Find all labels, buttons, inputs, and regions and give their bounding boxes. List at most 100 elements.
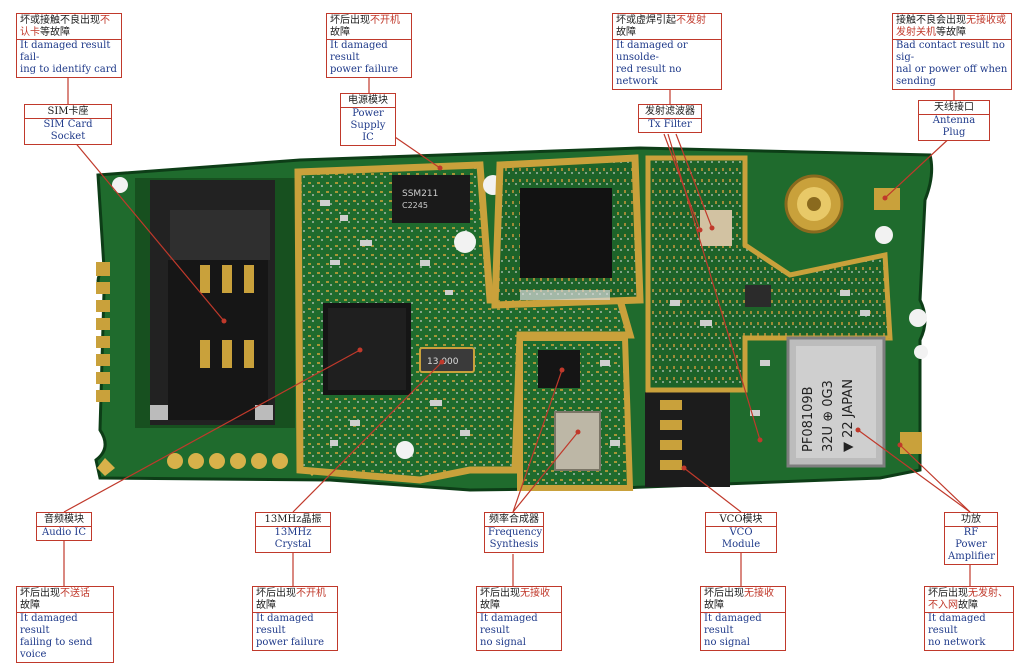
fault-antenna-en-1: Bad contact result no sig- (896, 40, 1005, 63)
fault-synth-cn-highlight: 无接收 (520, 588, 550, 599)
power-ic-en-1: Power (352, 108, 384, 119)
synth-module (554, 411, 601, 471)
rf-amp-en-2: Amplifier (948, 551, 995, 562)
fault-synth-en-2: no signal (480, 637, 526, 648)
power-ic-marking-2: C2245 (402, 201, 428, 210)
fault-vco-en-2: no signal (704, 637, 750, 648)
vco-en: VCO Module (706, 526, 776, 551)
fault-tx-en-2: red result no network (616, 64, 682, 87)
fault-synth-cn-tail: 故障 (480, 600, 500, 611)
fault-antenna-en-3: sending (896, 76, 936, 87)
fault-tx-cn-highlight: 不发射 (676, 15, 706, 26)
fault-audio-en-1: It damaged result (20, 613, 78, 636)
fault-power-en-2: power failure (330, 64, 399, 75)
fault-crystal-en-2: power failure (256, 637, 325, 648)
fault-vco-cn-tail: 故障 (704, 600, 724, 611)
fault-sim-en-1: It damaged result fail- (20, 40, 111, 63)
vco-component (645, 392, 730, 487)
pa-can: PF08109B 32U ⊕ 0G3 ▼ 22 JAPAN (786, 336, 922, 468)
sim-socket-cn: SIM卡座 (47, 106, 89, 117)
fault-audio-cn-tail: 故障 (20, 600, 40, 611)
power-ic: SSM211 C2245 (392, 175, 470, 223)
fault-antenna-cn-tail: 等故障 (936, 27, 966, 38)
fault-rf-cn: 坏后出现 (928, 588, 968, 599)
fault-rf-cn-tail: 故障 (958, 600, 978, 611)
tx-filter-en: Tx Filter (639, 118, 701, 131)
fault-vco-en-1: It damaged result (704, 613, 762, 636)
fault-rf-en-1: It damaged result (928, 613, 986, 636)
antenna-connector (784, 174, 900, 234)
component-label-antenna-plug: 天线接口 Antenna Plug (918, 100, 990, 141)
fault-antenna-cn-highlight: 无接收或发射关机 (896, 15, 1006, 38)
rf-amp-cn: 功放 (961, 514, 981, 525)
pa-marking-1: PF08109B (801, 386, 816, 452)
fault-tx-en-1: It damaged or unsolde- (616, 40, 688, 63)
fault-audio-cn: 坏后出现 (20, 588, 60, 599)
fault-synth-cn: 坏后出现 (480, 588, 520, 599)
fault-sim-cn: 坏或接触不良出现 (20, 15, 100, 26)
freq-synth-cn: 频率合成器 (489, 514, 539, 525)
fault-audio-cn-highlight: 不送话 (60, 588, 90, 599)
fault-sim-cn-tail: 等故障 (40, 27, 70, 38)
fault-crystal-cn: 坏后出现 (256, 588, 296, 599)
component-label-audio-ic: 音频模块 Audio IC (36, 512, 92, 541)
audio-ic-cn: 音频模块 (44, 514, 84, 525)
fault-rf-en-2: no network (928, 637, 986, 648)
diagram-stage: SSM211 C2245 13.000 (16, 13, 1014, 663)
fault-antenna-en-2: nal or power off when (896, 64, 1008, 75)
synth-chip (538, 350, 580, 388)
component-label-tx-filter: 发射滤波器 Tx Filter (638, 104, 702, 133)
fault-label-sim: 坏或接触不良出现不认卡等故障 It damaged result fail-in… (16, 13, 122, 78)
fault-crystal-cn-tail: 故障 (256, 600, 276, 611)
fault-power-cn: 坏后出现 (330, 15, 370, 26)
tx-filter-chip (700, 210, 732, 246)
crystal-en: 13MHz Crystal (256, 526, 330, 551)
crystal-component: 13.000 (419, 347, 475, 373)
fault-tx-cn: 坏或虚焊引起 (616, 15, 676, 26)
fault-label-tx: 坏或虚焊引起不发射故障 It damaged or unsolde-red re… (612, 13, 722, 90)
fault-sim-cn-highlight: 不认卡 (20, 15, 110, 38)
rf-chip (520, 188, 612, 278)
tx-filter-cn: 发射滤波器 (645, 106, 695, 117)
fault-synth-en-1: It damaged result (480, 613, 538, 636)
fault-audio-en-2: failing to send voice (20, 637, 93, 660)
rf-amp-en-1: RF Power (955, 527, 987, 550)
fault-label-antenna: 接触不良会出现无接收或发射关机等故障 Bad contact result no… (892, 13, 1012, 90)
crystal-cn: 13MHz晶振 (264, 514, 322, 525)
freq-synth-en-1: Frequency (488, 527, 543, 538)
pa-marking-2: 32U ⊕ 0G3 (821, 380, 836, 452)
power-ic-marking: SSM211 (402, 189, 438, 199)
fault-crystal-cn-highlight: 不开机 (296, 588, 326, 599)
component-label-vco: VCO模块 VCO Module (705, 512, 777, 553)
antenna-plug-en: Antenna Plug (919, 114, 989, 139)
fault-power-cn-tail: 故障 (330, 27, 350, 38)
fault-vco-cn-highlight: 无接收 (744, 588, 774, 599)
freq-synth-en-2: Synthesis (489, 539, 539, 550)
power-ic-en-2: Supply IC (350, 120, 386, 143)
fault-power-en-1: It damaged result (330, 40, 388, 63)
sim-socket-area (112, 177, 295, 428)
fault-antenna-cn: 接触不良会出现 (896, 15, 966, 26)
crystal-marking: 13.000 (427, 357, 459, 367)
fault-sim-en-2: ing to identify card (20, 64, 117, 75)
power-ic-cn: 电源模块 (348, 95, 388, 106)
antenna-plug-cn: 天线接口 (934, 102, 974, 113)
fault-power-cn-highlight: 不开机 (370, 15, 400, 26)
pa-marking-3: ▼ 22 JAPAN (841, 379, 856, 452)
sim-socket-en: SIM Card Socket (25, 118, 111, 143)
fault-vco-cn: 坏后出现 (704, 588, 744, 599)
fault-tx-cn-tail: 故障 (616, 27, 636, 38)
fault-rf-cn-highlight: 无发射、不入网 (928, 588, 1008, 611)
fault-crystal-en-1: It damaged result (256, 613, 314, 636)
audio-ic-en: Audio IC (37, 526, 91, 539)
component-label-sim-socket: SIM卡座 SIM Card Socket (24, 104, 112, 145)
